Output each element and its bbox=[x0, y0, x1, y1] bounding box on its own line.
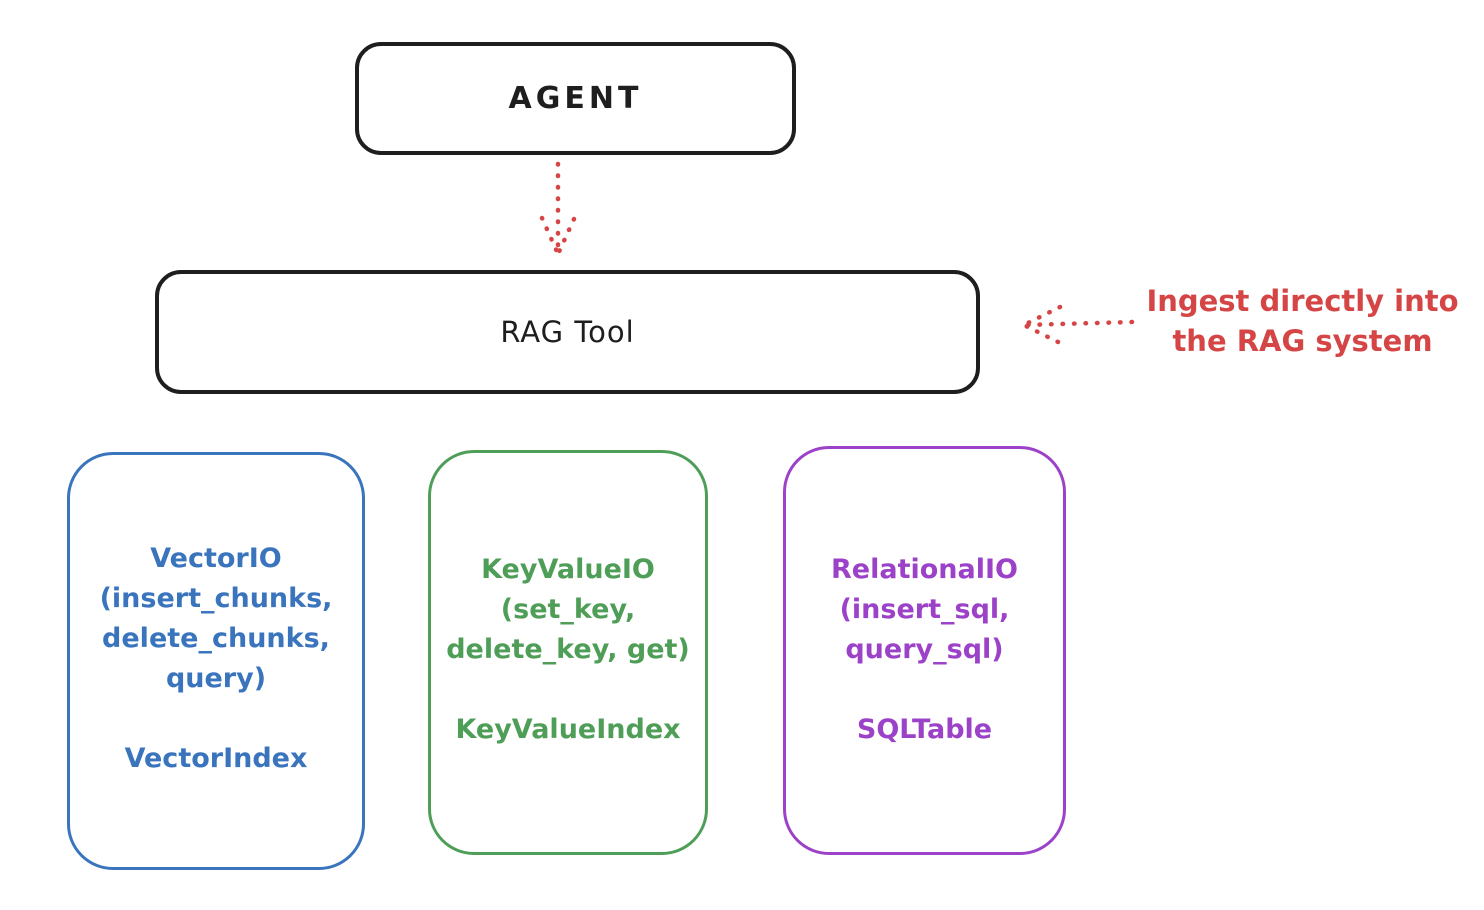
rag-tool-box: RAG Tool bbox=[155, 270, 980, 394]
agent-box-label: AGENT bbox=[508, 81, 643, 116]
vector-io-method-line: delete_chunks, bbox=[102, 623, 330, 654]
relational-io-method-line: query_sql) bbox=[845, 634, 1004, 665]
sql-table-label: SQLTable bbox=[856, 714, 993, 745]
down-arrow-icon bbox=[539, 161, 577, 257]
vector-index-label: VectorIndex bbox=[124, 743, 308, 774]
vector-io-title: VectorIO bbox=[150, 543, 282, 574]
keyvalue-io-title: KeyValueIO bbox=[481, 554, 655, 585]
annotation-line-2: the RAG system bbox=[1172, 324, 1433, 358]
left-arrow-icon bbox=[1021, 304, 1135, 345]
keyvalue-io-method-line: delete_key, get) bbox=[446, 634, 690, 665]
annotation-line-1: Ingest directly into bbox=[1146, 284, 1459, 318]
relational-io-title: RelationalIO bbox=[831, 554, 1018, 585]
rag-tool-box-label: RAG Tool bbox=[500, 315, 635, 349]
vector-io-box: VectorIO (insert_chunks, delete_chunks, … bbox=[67, 452, 365, 870]
keyvalue-index-label: KeyValueIndex bbox=[455, 714, 681, 745]
relational-io-method-line: (insert_sql, bbox=[839, 594, 1010, 625]
vector-io-method-line: query) bbox=[165, 663, 267, 694]
vector-io-method-line: (insert_chunks, bbox=[99, 583, 333, 614]
keyvalue-io-method-line: (set_key, bbox=[500, 594, 636, 625]
keyvalue-io-box: KeyValueIO (set_key, delete_key, get) Ke… bbox=[428, 450, 708, 855]
relational-io-box: RelationalIO (insert_sql, query_sql) SQL… bbox=[783, 446, 1066, 855]
agent-box: AGENT bbox=[355, 42, 796, 155]
annotation-text: Ingest directly into the RAG system bbox=[1130, 281, 1475, 361]
